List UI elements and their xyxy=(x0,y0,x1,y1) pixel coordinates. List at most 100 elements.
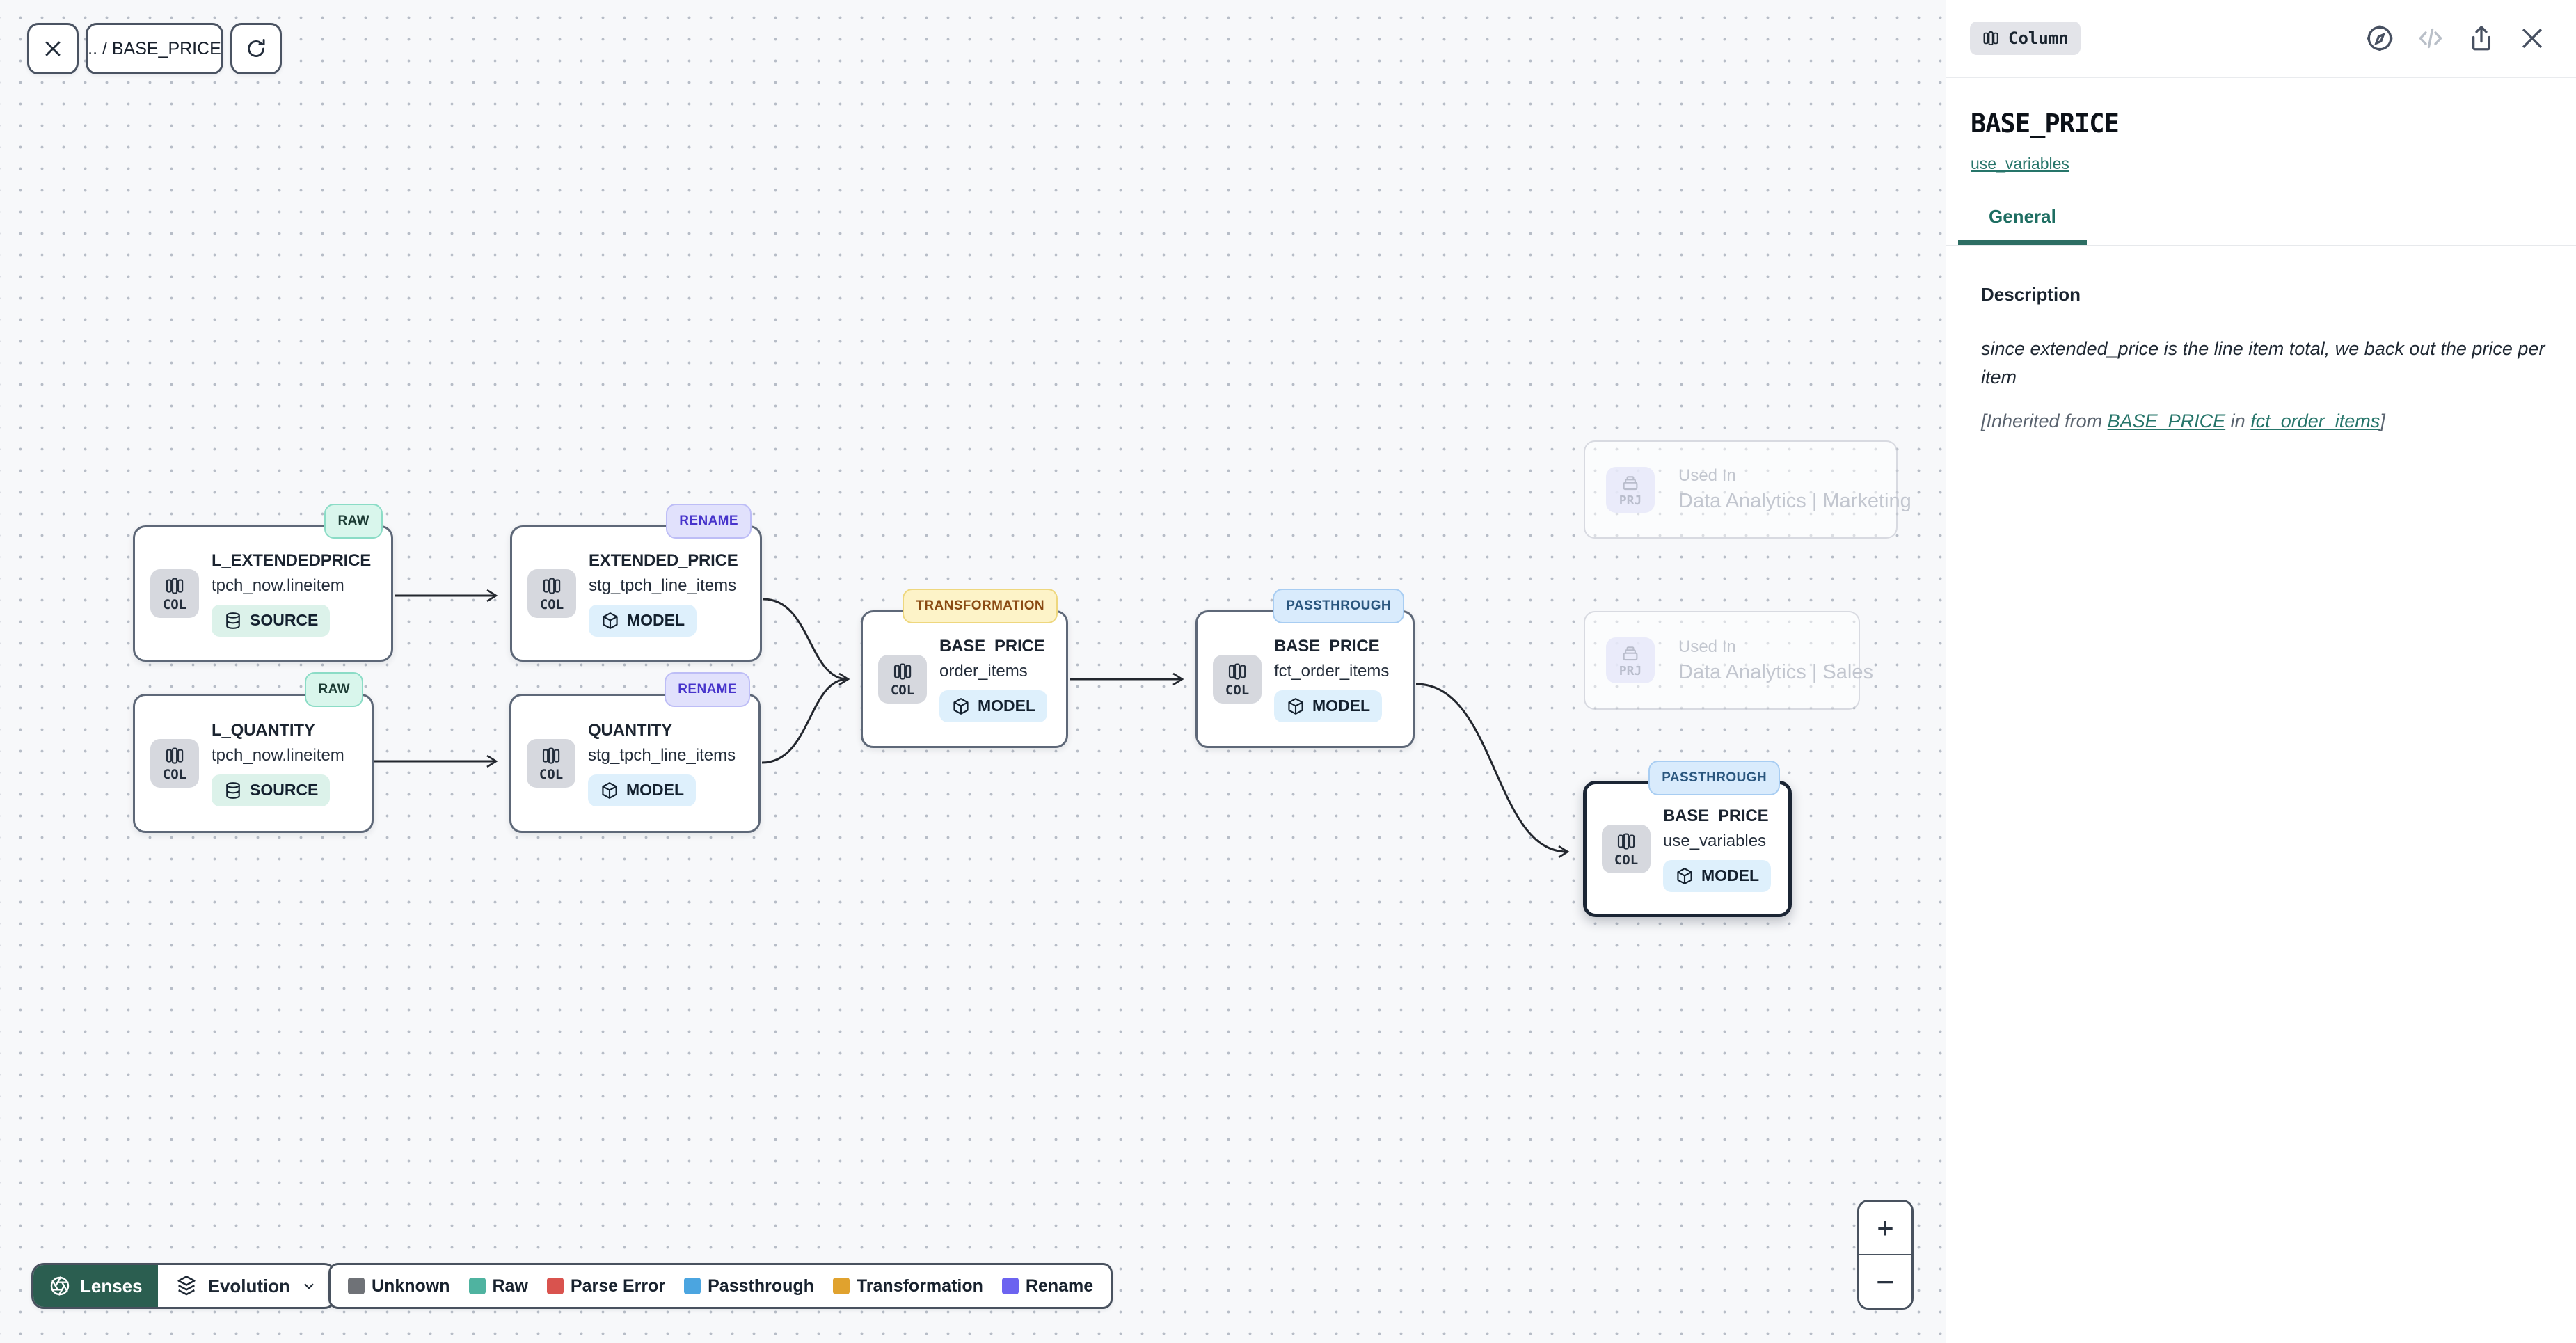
node-type-pill: MODEL xyxy=(589,604,697,637)
node-title: QUANTITY xyxy=(588,720,673,740)
breadcrumb[interactable]: .. / BASE_PRICE xyxy=(86,23,223,74)
inherited-prefix: [Inherited from xyxy=(1981,411,2108,431)
kind-label: COL xyxy=(162,596,187,612)
legend-item: Rename xyxy=(1001,1276,1093,1296)
node-title: BASE_PRICE xyxy=(1274,636,1380,655)
breadcrumb-label: .. / BASE_PRICE xyxy=(88,38,221,58)
node-subtitle: use_variables xyxy=(1663,831,1767,850)
view-code-button[interactable] xyxy=(2415,22,2447,54)
compass-icon xyxy=(2367,25,2393,51)
used-in-label: Used In xyxy=(1678,466,1736,485)
project-kind-box: PRJ xyxy=(1606,637,1655,683)
columns-icon xyxy=(1617,832,1635,850)
cube-icon xyxy=(602,781,617,799)
columns-icon xyxy=(166,747,184,764)
aperture-icon xyxy=(50,1276,70,1296)
columns-icon xyxy=(1983,31,1998,46)
lenses-button[interactable]: Lenses xyxy=(33,1265,158,1307)
legend-label: Parse Error xyxy=(570,1276,666,1296)
pill-label: SOURCE xyxy=(250,781,319,799)
lenses-label: Lenses xyxy=(80,1275,143,1296)
used-in-project: Data Analytics | Marketing xyxy=(1678,490,1911,512)
lens-selector[interactable]: Evolution xyxy=(158,1265,335,1307)
database-icon xyxy=(226,781,240,799)
edge-type-badge: RENAME xyxy=(666,504,752,539)
lineage-node-extended-price[interactable]: RENAME COL EXTENDED_PRICE stg_tpch_line_… xyxy=(510,504,762,662)
legend-swatch xyxy=(546,1278,564,1294)
pill-label: MODEL xyxy=(978,697,1036,715)
edge-type-badge: TRANSFORMATION xyxy=(903,589,1058,623)
lineage-canvas[interactable]: PRJ Used In Data Analytics | Marketing P… xyxy=(0,0,1946,1343)
description-body: since extended_price is the line item to… xyxy=(1981,338,2545,388)
model-link[interactable]: use_variables xyxy=(1971,154,2069,173)
legend-swatch xyxy=(684,1278,701,1294)
lineage-node-base-price-use-variables-selected[interactable]: PASSTHROUGH COL BASE_PRICE use_variables… xyxy=(1583,761,1792,917)
project-kind-box: PRJ xyxy=(1606,466,1655,513)
refresh-button[interactable] xyxy=(230,23,282,74)
column-kind-box: COL xyxy=(527,569,576,618)
node-subtitle: tpch_now.lineitem xyxy=(212,745,344,765)
inherited-middle: in xyxy=(2225,411,2251,431)
pill-label: MODEL xyxy=(1701,866,1760,884)
tab-general[interactable]: General xyxy=(1958,206,2087,245)
panel-tabs: General xyxy=(1946,206,2576,246)
pill-label: MODEL xyxy=(1312,697,1371,715)
cube-icon xyxy=(1288,697,1303,715)
close-lineage-button[interactable] xyxy=(27,23,79,74)
columns-icon xyxy=(1228,662,1246,680)
lineage-node-l-extendedprice[interactable]: RAW COL L_EXTENDEDPRICE tpch_now.lineite… xyxy=(133,504,393,662)
node-type-pill: MODEL xyxy=(588,774,697,806)
node-title: BASE_PRICE xyxy=(1663,806,1769,825)
refresh-icon xyxy=(248,38,265,57)
zoom-in-button[interactable]: + xyxy=(1859,1202,1911,1254)
lineage-node-base-price-fct-order-items[interactable]: PASSTHROUGH COL BASE_PRICE fct_order_ite… xyxy=(1195,589,1415,748)
layers-icon xyxy=(177,1276,196,1296)
kind-label: COL xyxy=(162,766,187,782)
lineage-node-base-price-order-items[interactable]: TRANSFORMATION COL BASE_PRICE order_item… xyxy=(861,589,1068,748)
legend-swatch xyxy=(468,1278,486,1294)
pill-label: MODEL xyxy=(626,781,685,799)
lineage-node-l-quantity[interactable]: RAW COL L_QUANTITY tpch_now.lineitem SOU… xyxy=(133,672,374,833)
entity-type-label: Column xyxy=(2008,29,2069,48)
legend-label: Transformation xyxy=(856,1276,983,1296)
kind-label: COL xyxy=(1225,682,1250,698)
node-title: EXTENDED_PRICE xyxy=(589,550,738,570)
edge-type-legend: Unknown Raw Parse Error Passthrough Tran… xyxy=(328,1263,1113,1309)
inherited-column-link[interactable]: BASE_PRICE xyxy=(2107,411,2226,431)
used-in-card-marketing[interactable]: PRJ Used In Data Analytics | Marketing xyxy=(1584,440,1911,539)
inherited-suffix: ] xyxy=(2380,411,2385,431)
column-kind-box: COL xyxy=(1213,655,1262,704)
node-title: L_EXTENDEDPRICE xyxy=(212,550,372,570)
cube-icon xyxy=(1677,867,1692,884)
lineage-node-quantity[interactable]: RENAME COL QUANTITY stg_tpch_line_items … xyxy=(509,672,761,833)
legend-item: Passthrough xyxy=(684,1276,814,1296)
node-type-pill: SOURCE xyxy=(212,774,331,806)
columns-icon xyxy=(542,747,560,764)
share-button[interactable] xyxy=(2465,22,2497,54)
close-panel-button[interactable] xyxy=(2516,22,2548,54)
columns-icon xyxy=(543,577,561,594)
kind-label: COL xyxy=(539,596,564,612)
zoom-out-button[interactable]: − xyxy=(1859,1254,1911,1308)
edge-type-badge: PASSTHROUGH xyxy=(1273,589,1404,623)
columns-icon xyxy=(166,577,184,594)
used-in-card-sales[interactable]: PRJ Used In Data Analytics | Sales xyxy=(1584,611,1873,710)
edge-type-badge: PASSTHROUGH xyxy=(1648,761,1780,795)
edge-type-badge: RAW xyxy=(324,504,383,539)
inherited-model-link[interactable]: fct_order_items xyxy=(2250,411,2380,431)
legend-item: Parse Error xyxy=(546,1276,666,1296)
columns-icon xyxy=(893,662,912,680)
column-kind-box: COL xyxy=(1602,825,1651,873)
node-subtitle: tpch_now.lineitem xyxy=(212,575,344,595)
node-title: L_QUANTITY xyxy=(212,720,315,740)
node-title: BASE_PRICE xyxy=(939,636,1045,655)
database-icon xyxy=(226,612,240,629)
node-subtitle: order_items xyxy=(939,661,1028,681)
close-icon xyxy=(45,41,61,56)
cube-icon xyxy=(603,612,618,629)
legend-label: Raw xyxy=(492,1276,528,1296)
explore-button[interactable] xyxy=(2364,22,2396,54)
node-type-pill: MODEL xyxy=(1274,690,1383,722)
column-kind-box: COL xyxy=(527,739,575,788)
kind-label: PRJ xyxy=(1619,493,1642,508)
